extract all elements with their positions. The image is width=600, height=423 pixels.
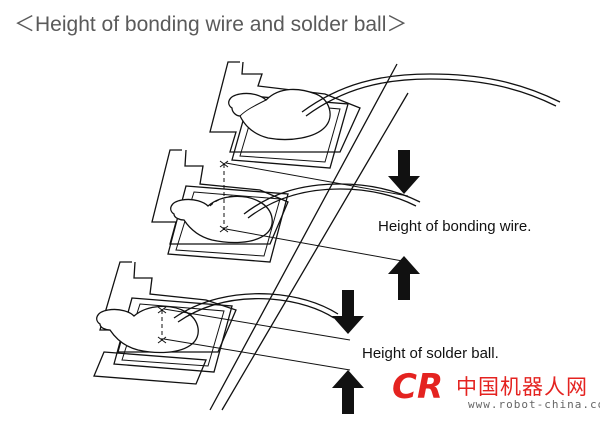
solder-ball-height-label: Height of solder ball. [360, 345, 501, 362]
arrow-down-icon [388, 150, 420, 194]
arrow-up-icon [332, 370, 364, 414]
measurement-lines [163, 162, 409, 371]
watermark-site-name: 中国机器人网 [456, 375, 588, 399]
diagram-title: ＜Height of bonding wire and solder ball＞ [14, 13, 408, 36]
arrow-up-icon [388, 256, 420, 300]
watermark-logo-text: CR [392, 368, 443, 402]
watermark: CR 中国机器人网 www.robot-china.com [392, 368, 600, 418]
watermark-url: www.robot-china.com [468, 398, 600, 411]
pad-bottom [93, 261, 339, 385]
pad-top [209, 61, 561, 169]
pad-middle [151, 149, 421, 263]
arrow-down-icon [332, 290, 364, 334]
watermark-logo: CR [392, 368, 443, 402]
bonding-wire-height-label: Height of bonding wire. [376, 218, 534, 235]
